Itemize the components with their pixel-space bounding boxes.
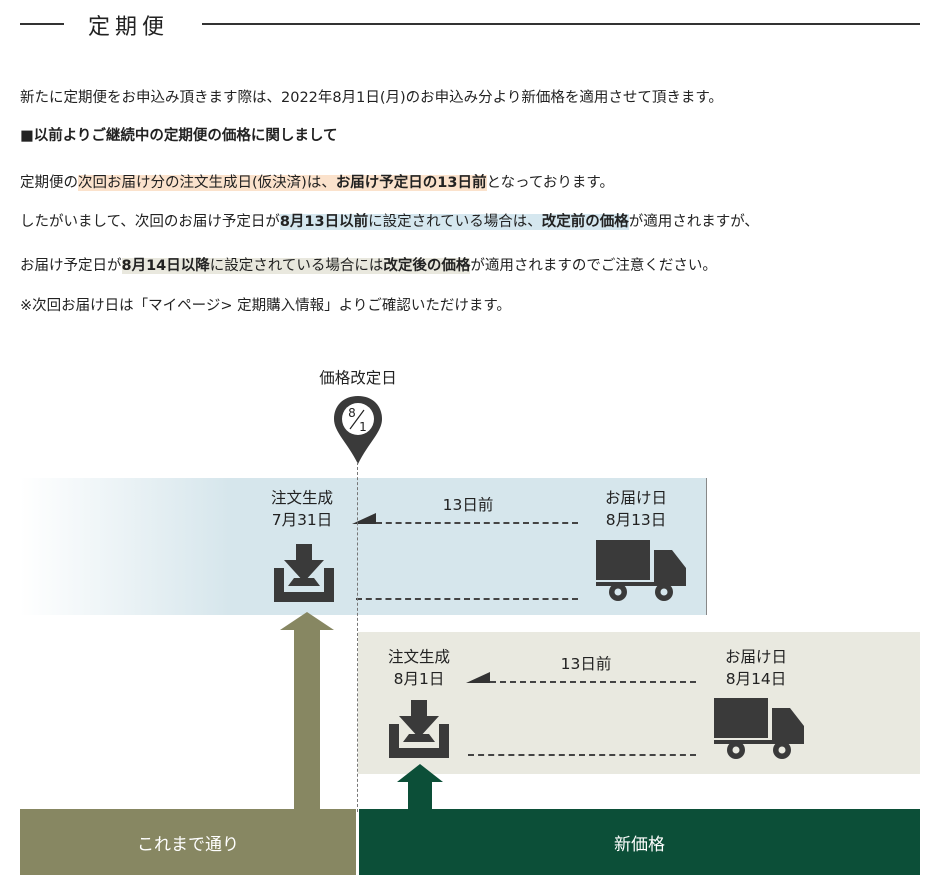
- intro-text: 新たに定期便をお申込み頂きます際は、2022年8月1日(月)のお申込み分より新価…: [20, 90, 723, 106]
- top-bottom-dash: [356, 598, 578, 600]
- new-price-text: 改定後の価格: [383, 258, 471, 274]
- heading-line-left: [20, 23, 64, 25]
- top-delivery-label: お届け日: [604, 489, 667, 507]
- band-edge: [706, 478, 707, 615]
- highlight-13-days: お届け予定日の13日前: [335, 175, 487, 191]
- before-revision-band: [20, 478, 706, 615]
- notice-line-1-text-b: となっております。: [486, 175, 614, 191]
- notice-line-3-text-c: が適用されますのでご注意ください。: [470, 258, 717, 274]
- highlight-order-date-text: 次回お届け分の注文生成日(仮決済)は、: [78, 175, 336, 191]
- old-price-bar: これまで通り: [20, 809, 356, 875]
- inbox-download-icon: [274, 544, 334, 602]
- revision-date-line: [357, 462, 358, 812]
- mypage-note: ※次回お届け日は「マイページ> 定期購入情報」よりご確認いただけます。: [20, 298, 511, 314]
- old-price-text: 改定前の価格: [541, 214, 629, 230]
- highlight-after-aug14: 8月14日以降に設定されている場合には改定後の価格: [121, 258, 471, 274]
- top-gap-label: 13日前: [442, 496, 494, 514]
- top-order-date: 7月31日: [271, 511, 333, 529]
- notice-line-3-text-a: お届け予定日が: [20, 258, 122, 274]
- new-price-bar: 新価格: [359, 809, 920, 875]
- bottom-gap-label: 13日前: [560, 655, 612, 673]
- new-price-arrow-icon: [397, 764, 443, 810]
- notice-line-1-text-a: 定期便の: [20, 175, 78, 191]
- notice-line-2-text-b: に設定されている場合は、: [368, 214, 542, 230]
- notice-line-3-text-b: に設定されている場合には: [209, 258, 384, 274]
- old-price-arrow-icon: [280, 612, 334, 810]
- bottom-arrow-dash: [490, 681, 696, 683]
- new-price-label: 新価格: [614, 834, 665, 855]
- notice-line-2: したがいまして、次回のお届け予定日が8月13日以前に設定されている場合は、改定前…: [20, 212, 759, 232]
- bottom-arrowhead-icon: [466, 672, 490, 683]
- bottom-order-date: 8月1日: [393, 670, 445, 688]
- old-price-label: これまで通り: [137, 834, 239, 855]
- map-pin-icon: 8 1: [334, 396, 382, 464]
- bottom-bottom-dash: [468, 754, 696, 756]
- notice-line-1: 定期便の次回お届け分の注文生成日(仮決済)は、お届け予定日の13日前となっており…: [20, 173, 614, 193]
- top-delivery-date: 8月13日: [605, 511, 667, 529]
- bottom-delivery-label: お届け日: [724, 648, 787, 666]
- delivery-truck-icon: [714, 698, 804, 759]
- highlight-order-date: 次回お届け分の注文生成日(仮決済)は、お届け予定日の13日前: [78, 175, 487, 191]
- bottom-delivery-date: 8月14日: [725, 670, 787, 688]
- notice-title: ■以前よりご継続中の定期便の価格に関しまして: [20, 128, 338, 144]
- top-arrowhead-icon: [352, 513, 376, 524]
- notice-line-3: お届け予定日が8月14日以降に設定されている場合には改定後の価格が適用されますの…: [20, 256, 717, 276]
- page-title: 定期便: [88, 15, 170, 40]
- inbox-download-icon: [389, 700, 449, 758]
- highlight-after-aug14-date: 8月14日以降: [121, 258, 210, 274]
- top-order-label: 注文生成: [270, 489, 333, 507]
- delivery-truck-icon: [596, 540, 686, 601]
- notice-line-2-text-c: が適用されますが、: [628, 214, 759, 230]
- after-revision-band: [358, 632, 920, 774]
- pin-month: 8: [348, 406, 356, 420]
- notice-line-2-text-a: したがいまして、次回のお届け予定日が: [20, 214, 280, 230]
- bottom-order-label: 注文生成: [387, 648, 450, 666]
- pin-day: 1: [359, 420, 367, 434]
- heading-line-right: [202, 23, 920, 25]
- highlight-before-aug13-date: 8月13日以前: [279, 214, 369, 230]
- top-arrow-dash: [376, 522, 578, 524]
- revision-date-label: 価格改定日: [319, 369, 397, 387]
- highlight-before-aug13: 8月13日以前に設定されている場合は、改定前の価格: [279, 214, 629, 230]
